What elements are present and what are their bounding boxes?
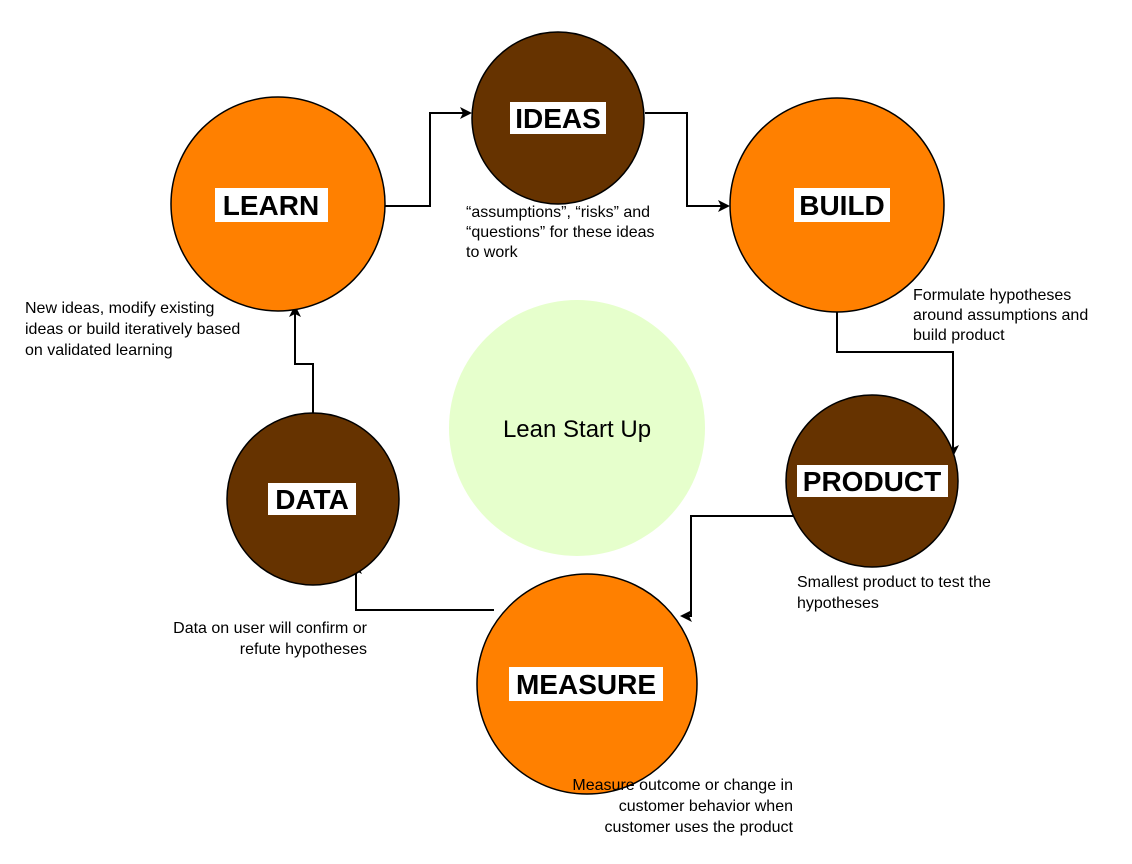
measure-label-background: [509, 667, 663, 701]
build-node: BUILD: [729, 97, 945, 313]
annotation-build-line: build product: [913, 327, 1005, 344]
annotation-data-line: Data on user will confirm or: [173, 620, 368, 637]
annotation-learn-line: New ideas, modify existing: [25, 300, 214, 317]
data-label-background: [268, 483, 356, 515]
annotation-learn-line: ideas or build iteratively based: [25, 321, 240, 338]
data-node: DATA: [226, 412, 400, 586]
annotation-product-line: hypotheses: [797, 595, 879, 612]
center-circle: [449, 300, 705, 556]
annotation-learn-line: on validated learning: [25, 342, 173, 359]
ideas-label: IDEAS: [515, 103, 601, 134]
annotation-measure-line: Measure outcome or change in: [572, 777, 793, 794]
connector-data-to-learn: [289, 305, 314, 422]
annotation-build-line: around assumptions and: [913, 307, 1088, 324]
annotation-product: Smallest product to test the hypotheses: [797, 574, 991, 612]
annotation-data: Data on user will confirm or refute hypo…: [173, 620, 368, 658]
connector-ideas-to-build: [645, 112, 730, 212]
product-node: PRODUCT: [785, 394, 959, 568]
annotation-build-line: Formulate hypotheses: [913, 287, 1071, 304]
annotation-ideas-line: “questions” for these ideas: [466, 224, 655, 241]
annotation-build: Formulate hypotheses around assumptions …: [913, 287, 1088, 344]
annotation-data-line: refute hypotheses: [240, 641, 367, 658]
connector-learn-to-ideas: [385, 107, 472, 207]
ideas-node: IDEAS: [471, 31, 645, 205]
product-label: PRODUCT: [803, 466, 941, 497]
build-label: BUILD: [799, 190, 885, 221]
annotation-measure: Measure outcome or change in customer be…: [572, 777, 793, 836]
measure-label: MEASURE: [516, 669, 656, 700]
learn-label: LEARN: [223, 190, 319, 221]
center-node: Lean Start Up: [449, 300, 705, 556]
annotation-measure-line: customer behavior when: [619, 798, 793, 815]
ideas-label-background: [510, 102, 606, 134]
center-label: Lean Start Up: [503, 416, 651, 443]
learn-label-background: [215, 188, 328, 222]
annotation-ideas-line: to work: [466, 244, 519, 261]
annotation-learn: New ideas, modify existing ideas or buil…: [25, 300, 240, 359]
annotation-measure-line: customer uses the product: [604, 819, 793, 836]
connector-product-to-measure: [680, 515, 793, 622]
build-label-background: [794, 188, 890, 222]
annotation-product-line: Smallest product to test the: [797, 574, 991, 591]
annotation-ideas-line: “assumptions”, “risks” and: [466, 204, 650, 221]
measure-node: MEASURE: [476, 573, 698, 795]
learn-node: LEARN: [170, 96, 386, 312]
annotation-ideas: “assumptions”, “risks” and “questions” f…: [466, 204, 655, 261]
data-label: DATA: [275, 484, 349, 515]
connector-build-to-product: [836, 308, 959, 457]
product-label-background: [797, 465, 948, 497]
connector-measure-to-data: [350, 562, 494, 611]
